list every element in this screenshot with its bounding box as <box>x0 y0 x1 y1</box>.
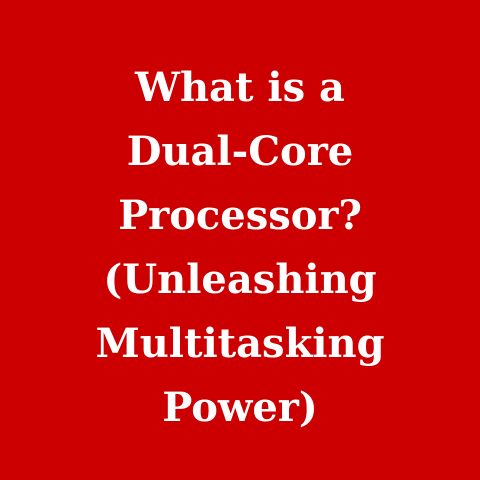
title-line-1: What is a <box>135 64 345 111</box>
page-title: What is a Dual-Core Processor? (Unleashi… <box>0 56 480 440</box>
title-line-4: (Unleashing <box>103 256 377 303</box>
title-line-3: Processor? <box>118 192 362 239</box>
title-line-5: Multitasking <box>95 320 385 367</box>
title-line-2: Dual-Core <box>126 128 354 175</box>
title-line-6: Power) <box>162 384 318 431</box>
